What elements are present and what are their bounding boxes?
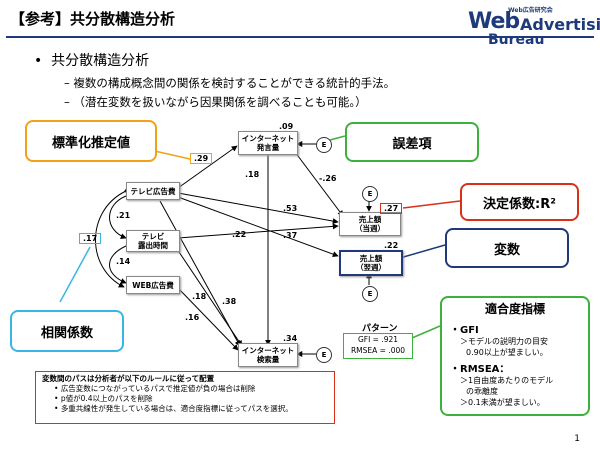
- coef-tv-to-talk: .29: [190, 153, 213, 164]
- notes-head: 変数間のパスは分析者が以下のルールに従って配置: [42, 374, 215, 383]
- logo-web: Web: [468, 9, 520, 34]
- coef-talk-to-sales: -.26: [319, 174, 337, 183]
- intro-bullet-text: 共分散構造分析: [51, 53, 150, 69]
- intro-line-2: – （潜在変数を扱いながら因果関係を調べることも可能。）: [64, 95, 367, 109]
- notes-item: • 多重共線性が発生している場合は、適合度指標に従ってパスを選択。: [54, 404, 293, 413]
- node-web-ad: WEB広告費: [126, 276, 180, 294]
- fit-rmsea-line2: の乖離度: [466, 387, 498, 396]
- fit-gfi-head: ・GFI: [450, 325, 479, 336]
- node-net-talk: インターネット 発言量: [238, 131, 298, 155]
- coef-talk-to-search: .18: [245, 170, 260, 179]
- fit-rmsea-head: ・RMSEA：: [450, 364, 510, 375]
- fit-gfi-line1: ＞モデルの説明力の目安: [460, 337, 548, 346]
- intro-bullet: • 共分散構造分析: [34, 53, 150, 69]
- coef-tv-to-sales-now: .53: [283, 204, 298, 213]
- fit-heading: 適合度指標: [484, 302, 545, 316]
- page-number: 1: [574, 434, 580, 444]
- node-net-search: インターネット 検索量: [238, 343, 298, 367]
- corr-time-web: .14: [116, 257, 131, 266]
- node-sales-next: 売上額 （翌週）: [339, 250, 403, 276]
- callout-correlation: 相関係数: [10, 310, 124, 352]
- r2-net-search: .34: [283, 334, 298, 343]
- node-tv-ad: テレビ広告費: [126, 182, 180, 200]
- error-term-sales-next: E: [362, 286, 378, 302]
- callout-error: 誤差項: [345, 122, 479, 162]
- pattern-label: パターン: [362, 324, 398, 334]
- fit-gfi-line2: 0.90以上が望ましい。: [466, 348, 548, 357]
- page-title: 【参考】共分散構造分析: [10, 10, 176, 28]
- path-rules-note: 変数間のパスは分析者が以下のルールに従って配置 • 広告変数につながっているパス…: [35, 371, 335, 424]
- error-term-talk: E: [316, 137, 332, 153]
- callout-standardized: 標準化推定値: [25, 120, 157, 162]
- fit-rmsea-line3: ＞0.1未満が望ましい。: [460, 398, 545, 407]
- coef-tv-to-search: .38: [222, 297, 237, 306]
- coef-time-to-search: .18: [192, 292, 207, 301]
- callout-variable: 変数: [445, 228, 569, 268]
- node-tv-time: テレビ 露出時間: [126, 230, 180, 252]
- notes-item: • 広告変数につながっているパスで推定値が負の場合は削除: [54, 384, 256, 393]
- r2-sales-now: .27: [380, 203, 403, 214]
- logo-tag: Web広告研究会: [508, 7, 553, 14]
- node-sales-now: 売上額 （当週）: [339, 212, 401, 236]
- pattern-gfi: GFI = .921: [357, 335, 399, 344]
- fit-rmsea-line1: ＞1自由度あたりのモデル: [460, 376, 554, 385]
- error-term-search: E: [316, 347, 332, 363]
- coef-tv-to-sales-next: .37: [283, 231, 298, 240]
- intro-line-1: – 複数の構成概念間の関係を検討することができる統計的手法。: [64, 76, 396, 90]
- callout-determination: 決定係数:R²: [460, 183, 579, 221]
- coef-time-to-sales-now: .22: [232, 230, 247, 239]
- pattern-fit-box: GFI = .921 RMSEA = .000: [343, 333, 413, 359]
- logo-advertising: Advertising: [520, 15, 600, 34]
- notes-item: • p値が0.4以上のパスを削除: [54, 394, 153, 403]
- error-term-sales-now: E: [362, 186, 378, 202]
- pattern-rmsea: RMSEA = .000: [350, 346, 406, 355]
- corr-tv-ad-web: .17: [79, 233, 102, 244]
- r2-net-talk: .09: [279, 122, 294, 131]
- header-divider: [6, 36, 594, 38]
- coef-web-to-search: .16: [185, 313, 200, 322]
- fit-indicator-callout: 適合度指標 ・GFI ＞モデルの説明力の目安 0.90以上が望ましい。 ・RMS…: [440, 296, 590, 416]
- r2-sales-next: .22: [384, 241, 399, 250]
- corr-tv-ad-time: .21: [116, 211, 131, 220]
